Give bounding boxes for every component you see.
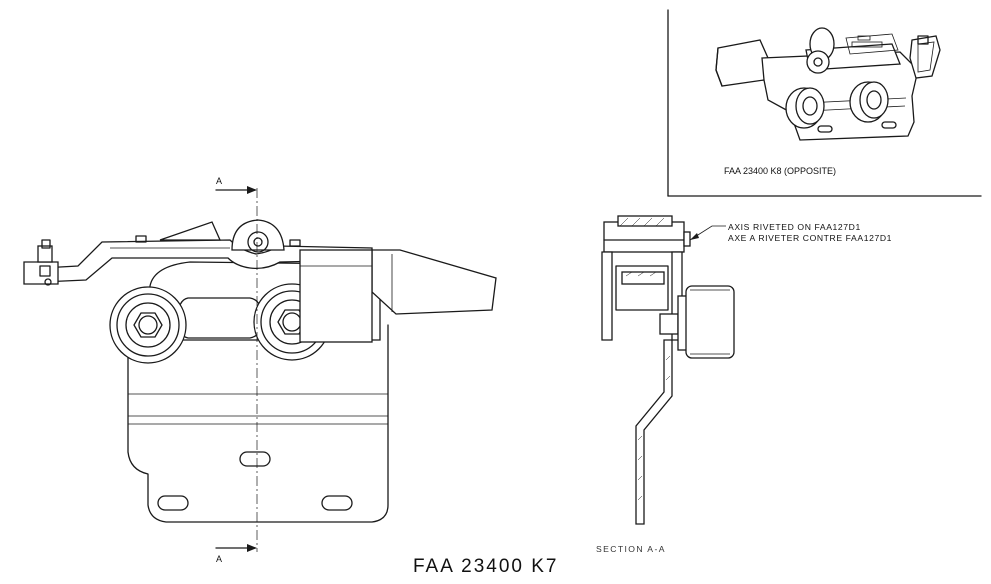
section-view [601, 215, 735, 525]
inset-isometric-view [715, 27, 941, 141]
inset-frame [667, 9, 982, 197]
section-marker-top: A [216, 176, 222, 186]
note-line-1: AXIS RIVETED ON FAA127D1 [728, 222, 861, 232]
section-marker-bottom: A [216, 554, 222, 564]
main-title: FAA 23400 K7 [413, 556, 559, 577]
front-view [23, 186, 497, 552]
note-line-2: AXE A RIVETER CONTRE FAA127D1 [728, 233, 892, 243]
inset-caption: FAA 23400 K8 (OPPOSITE) [724, 166, 836, 176]
section-label: SECTION A-A [596, 544, 666, 554]
